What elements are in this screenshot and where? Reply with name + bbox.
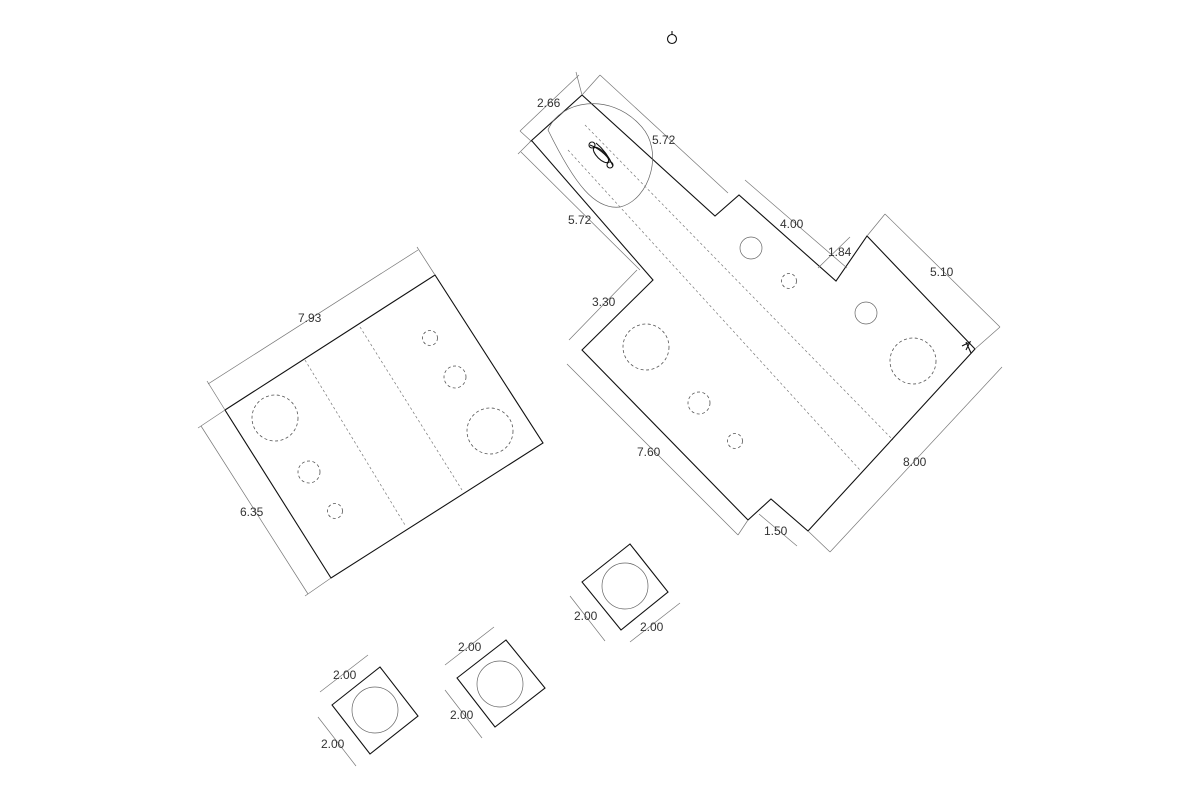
hole bbox=[687, 391, 711, 415]
dimension-lines bbox=[517, 71, 1003, 553]
hole bbox=[443, 365, 467, 389]
dim-label: 3.30 bbox=[592, 295, 616, 309]
dim-label: 2.00 bbox=[574, 609, 598, 623]
dim-label: 7.93 bbox=[298, 311, 322, 325]
link-symbol-icon bbox=[588, 141, 614, 169]
side-panel-outline bbox=[224, 274, 544, 579]
fold-line-1 bbox=[584, 124, 894, 441]
small-plate: 2.00 2.00 bbox=[317, 654, 419, 767]
small-plate: 2.00 2.00 bbox=[569, 543, 681, 643]
hole bbox=[466, 407, 514, 455]
dim-label: 1.50 bbox=[764, 524, 788, 538]
dim-label: 1.84 bbox=[828, 245, 852, 259]
hole bbox=[476, 660, 524, 708]
dim-label: 5.72 bbox=[652, 133, 676, 147]
dim-label: 2.00 bbox=[640, 620, 664, 634]
dim-label: 8.00 bbox=[903, 455, 927, 469]
hole bbox=[297, 460, 321, 484]
side-panel: 7.93 6.35 bbox=[197, 246, 544, 597]
fold-line-2 bbox=[567, 149, 861, 471]
dim-label: 2.00 bbox=[321, 737, 345, 751]
fold-line bbox=[304, 359, 406, 526]
dim-label: 6.35 bbox=[240, 505, 264, 519]
end-oval bbox=[547, 103, 653, 208]
hole bbox=[601, 562, 649, 610]
dim-label: 5.10 bbox=[930, 265, 954, 279]
fold-line bbox=[359, 326, 463, 491]
hole bbox=[422, 330, 438, 346]
marker-icon bbox=[666, 31, 678, 45]
hole bbox=[739, 236, 763, 260]
dim-label: 2.66 bbox=[537, 96, 561, 110]
large-bracket: 2.66 5.72 5.72 4.00 1.84 5.10 3.30 7.60 … bbox=[517, 71, 1003, 553]
dim-label: 2.00 bbox=[450, 708, 474, 722]
large-bracket-outline bbox=[529, 94, 976, 532]
small-plate: 2.00 2.00 bbox=[444, 626, 546, 739]
dimension-lines bbox=[197, 246, 436, 597]
hole bbox=[622, 323, 670, 371]
hole bbox=[351, 686, 399, 734]
hole bbox=[781, 273, 797, 289]
dim-label: 7.60 bbox=[637, 445, 661, 459]
hole bbox=[251, 394, 299, 442]
dim-label: 2.00 bbox=[458, 640, 482, 654]
hole bbox=[727, 433, 743, 449]
cursor-icon bbox=[961, 340, 972, 354]
hole bbox=[854, 301, 878, 325]
hole bbox=[327, 503, 343, 519]
hole bbox=[889, 337, 937, 385]
dim-label: 4.00 bbox=[780, 217, 804, 231]
dim-label: 2.00 bbox=[333, 668, 357, 682]
dim-label: 5.72 bbox=[568, 213, 592, 227]
